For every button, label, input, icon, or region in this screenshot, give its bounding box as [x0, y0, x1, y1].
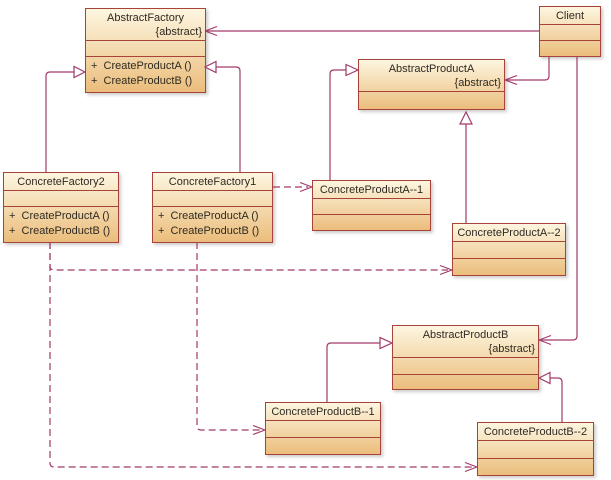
class-header: ConcreteProductB--1 — [266, 403, 380, 420]
edge-concreteproducta1-generalizes-abstractproducta[interactable] — [329, 63, 360, 181]
class-name: ConcreteProductB--2 — [483, 426, 588, 438]
operations-compartment — [540, 40, 600, 56]
class-name: AbstractFactory — [106, 12, 185, 24]
class-name: ConcreteFactory1 — [168, 176, 257, 188]
operations-compartment — [393, 374, 538, 389]
edge-client-uses-abstractproductb[interactable] — [538, 57, 578, 346]
class-stereotype: {abstract} — [454, 77, 501, 89]
attributes-compartment — [86, 40, 205, 56]
operations-compartment: + CreateProductA () + CreateProductB () — [153, 206, 272, 242]
edge-concreteproducta2-generalizes-abstractproducta[interactable] — [459, 110, 473, 223]
attributes-compartment — [359, 91, 504, 109]
class-stereotype: {abstract} — [488, 343, 535, 355]
edge-concretefactory1-generalizes-abstractfactory[interactable] — [203, 60, 241, 173]
class-header: ConcreteProductA--2 — [453, 224, 565, 241]
edge-concreteproductb1-generalizes-abstractproductb[interactable] — [326, 336, 394, 403]
edge-concretefactory1-creates-concreteproducta1[interactable] — [273, 181, 313, 193]
class-name: AbstractProductB — [422, 329, 509, 341]
attributes-compartment — [478, 440, 593, 458]
class-abstractproducta[interactable]: AbstractProductA {abstract} — [358, 59, 505, 110]
edge-client-uses-abstractproducta[interactable] — [504, 57, 550, 86]
class-header: AbstractFactory {abstract} — [86, 9, 205, 40]
class-name: ConcreteFactory2 — [17, 176, 105, 188]
edge-client-uses-abstractfactory[interactable] — [204, 25, 539, 37]
class-concreteproductb2[interactable]: ConcreteProductB--2 — [477, 422, 594, 476]
class-concreteproductb1[interactable]: ConcreteProductB--1 — [265, 402, 381, 455]
attributes-compartment — [153, 190, 272, 206]
class-abstractproductb[interactable]: AbstractProductB {abstract} — [392, 325, 539, 390]
class-abstractfactory[interactable]: AbstractFactory {abstract} + CreateProdu… — [85, 8, 206, 93]
operations-compartment: + CreateProductA () + CreateProductB () — [86, 56, 205, 92]
edge-concretefactory2-creates-concreteproducta2[interactable] — [49, 242, 453, 276]
class-header: ConcreteProductB--2 — [478, 423, 593, 440]
class-header: AbstractProductB {abstract} — [393, 326, 538, 357]
operations-compartment: + CreateProductA () + CreateProductB () — [4, 206, 118, 242]
edge-concretefactory2-generalizes-abstractfactory[interactable] — [45, 65, 87, 173]
class-header: ConcreteFactory1 — [153, 173, 272, 190]
class-stereotype: {abstract} — [155, 26, 202, 38]
class-name: AbstractProductA — [388, 63, 475, 75]
class-header: ConcreteProductA--1 — [313, 181, 430, 198]
attributes-compartment — [453, 241, 565, 258]
edge-concretefactory1-creates-concreteproductb1[interactable] — [196, 242, 266, 436]
edge-concreteproductb2-generalizes-abstractproductb[interactable] — [537, 371, 563, 423]
class-client[interactable]: Client — [539, 6, 601, 57]
class-header: AbstractProductA {abstract} — [359, 60, 504, 91]
class-concreteproducta1[interactable]: ConcreteProductA--1 — [312, 180, 431, 231]
operation: + CreateProductA () — [91, 60, 192, 72]
attributes-compartment — [313, 198, 430, 214]
attributes-compartment — [266, 420, 380, 437]
class-name: Client — [555, 10, 585, 22]
class-header: ConcreteFactory2 — [4, 173, 118, 190]
attributes-compartment — [540, 24, 600, 40]
class-concreteproducta2[interactable]: ConcreteProductA--2 — [452, 223, 566, 276]
class-name: ConcreteProductB--1 — [271, 406, 375, 418]
operations-compartment — [266, 437, 380, 454]
operation: + CreateProductB () — [91, 75, 193, 87]
class-name: ConcreteProductA--2 — [457, 227, 561, 239]
class-header: Client — [540, 7, 600, 24]
operation: + CreateProductB () — [158, 225, 260, 237]
class-concretefactory1[interactable]: ConcreteFactory1 + CreateProductA () + C… — [152, 172, 273, 243]
operations-compartment — [453, 258, 565, 275]
operations-compartment — [313, 214, 430, 230]
attributes-compartment — [4, 190, 118, 206]
operation: + CreateProductB () — [9, 225, 111, 237]
attributes-compartment — [393, 357, 538, 374]
class-name: ConcreteProductA--1 — [319, 184, 424, 196]
operation: + CreateProductA () — [9, 210, 110, 222]
class-concretefactory2[interactable]: ConcreteFactory2 + CreateProductA () + C… — [3, 172, 119, 243]
operation: + CreateProductA () — [158, 210, 259, 222]
operations-compartment — [478, 458, 593, 475]
